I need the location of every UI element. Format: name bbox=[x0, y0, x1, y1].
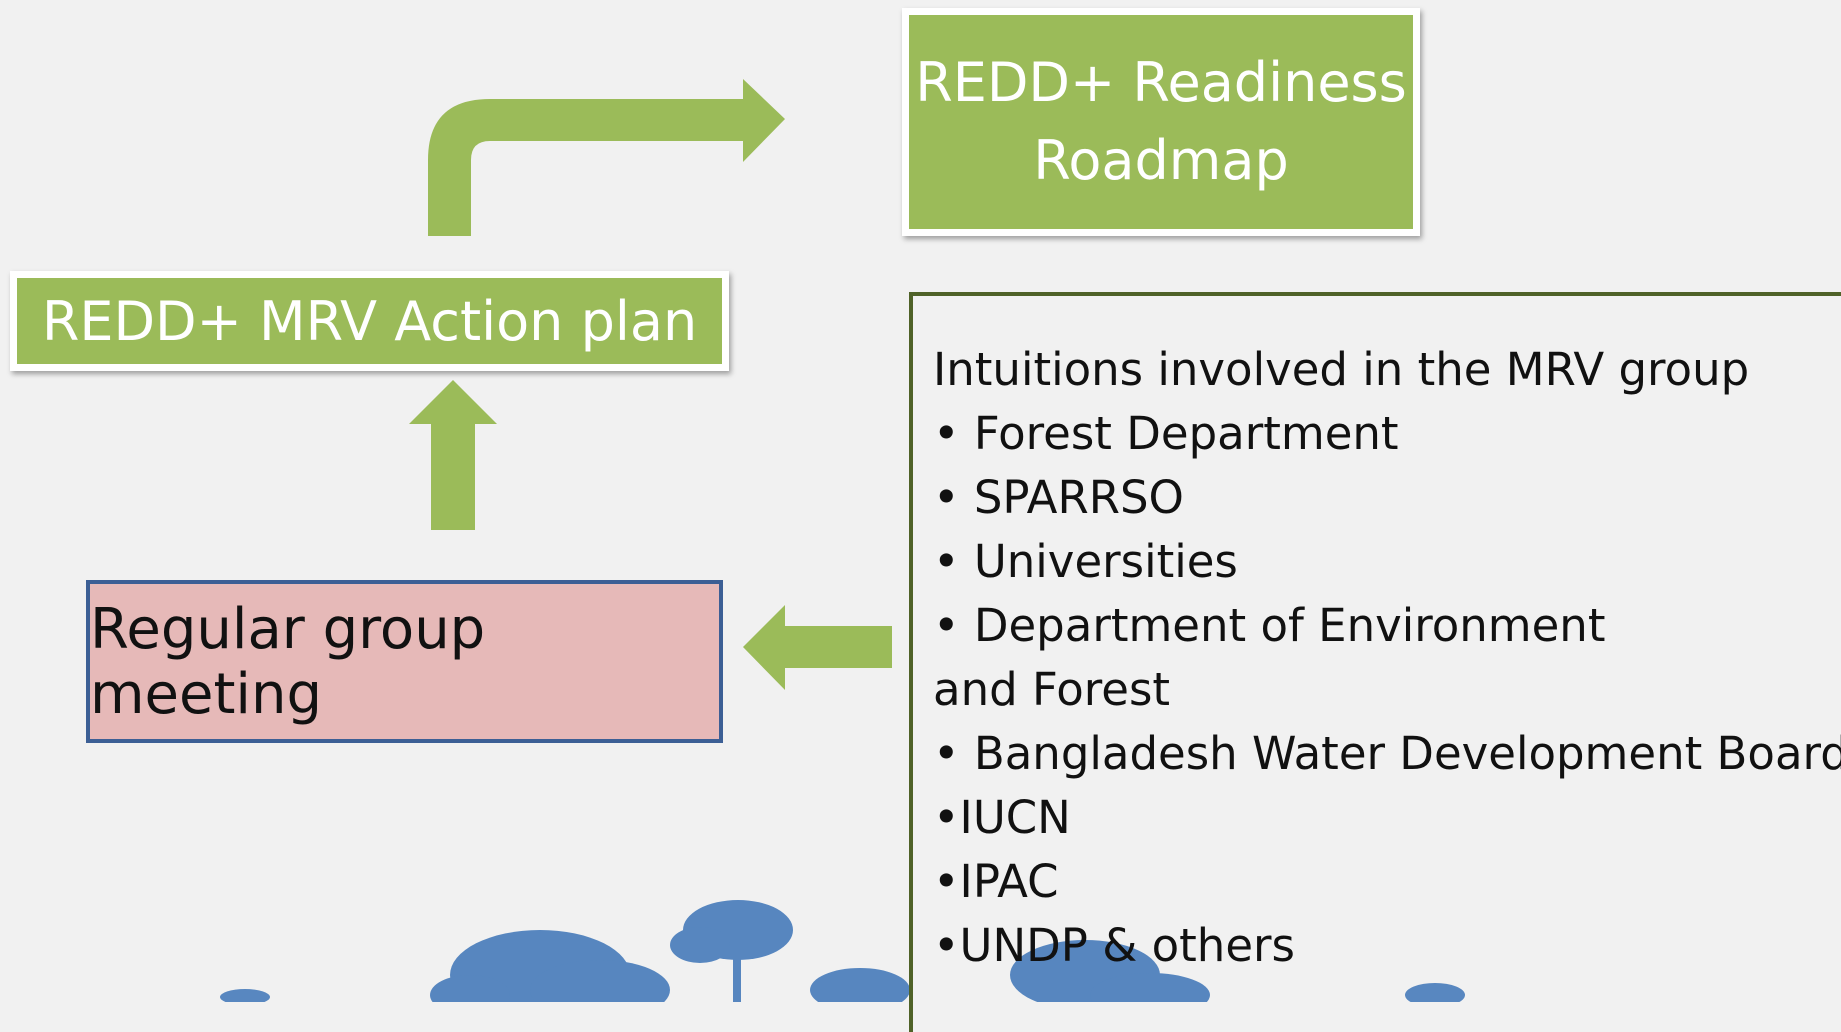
roadmap-title-line2: Roadmap bbox=[1033, 129, 1289, 192]
tree-canopy bbox=[430, 975, 510, 1002]
tree-canopy bbox=[670, 927, 730, 963]
meeting-label: Regular group meeting bbox=[90, 596, 486, 727]
bent-arrow-to-roadmap bbox=[428, 79, 785, 236]
tree-canopy bbox=[810, 968, 910, 1002]
tree-trunk bbox=[733, 945, 741, 1002]
institutions-heading: Intuitions involved in the MRV group bbox=[933, 343, 1750, 396]
up-arrow-to-action-plan bbox=[409, 380, 497, 530]
institution-item: •IUCN bbox=[933, 791, 1071, 844]
institutions-list: • Forest Department • SPARRSO • Universi… bbox=[933, 402, 1841, 978]
institution-item: • SPARRSO bbox=[933, 471, 1184, 524]
tree-canopy bbox=[1090, 973, 1210, 1002]
institutions-panel: Intuitions involved in the MRV group • F… bbox=[909, 292, 1841, 1032]
left-arrow-to-meeting bbox=[743, 605, 892, 690]
roadmap-box: REDD+ Readiness Roadmap bbox=[902, 8, 1420, 236]
institution-item: •IPAC bbox=[933, 855, 1059, 908]
institution-item: • Bangladesh Water Development Board bbox=[933, 727, 1841, 780]
action-plan-label: REDD+ MRV Action plan bbox=[41, 289, 698, 353]
institution-item: •UNDP & others bbox=[933, 919, 1295, 972]
diagram-canvas: REDD+ Readiness Roadmap REDD+ MRV Action… bbox=[10, 8, 1841, 1032]
tree-silhouettes bbox=[220, 900, 1465, 1002]
arrows-layer bbox=[409, 79, 892, 690]
roadmap-title-line1: REDD+ Readiness bbox=[915, 51, 1407, 114]
tree-canopy bbox=[220, 989, 270, 1002]
action-plan-box: REDD+ MRV Action plan bbox=[10, 271, 729, 371]
meeting-box: Regular group meeting bbox=[86, 580, 723, 743]
institution-item: • Department of Environment and Forest bbox=[933, 599, 1606, 716]
tree-canopy bbox=[1405, 983, 1465, 1002]
tree-canopy bbox=[530, 960, 670, 1002]
institution-item: • Universities bbox=[933, 535, 1238, 588]
institution-item: • Forest Department bbox=[933, 407, 1399, 460]
